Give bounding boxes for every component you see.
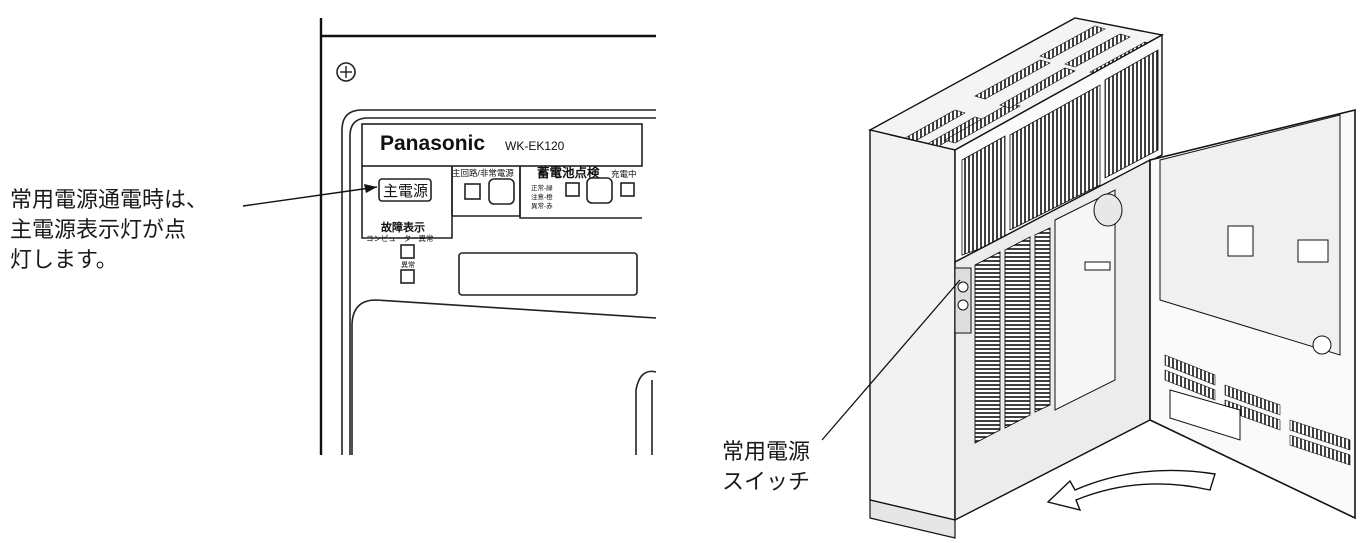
- main-power-callout: 常用電源通電時は、 主電源表示灯が点 灯します。: [10, 186, 208, 276]
- callout-arrow-head: [364, 184, 377, 193]
- battery-status-lamp: [565, 182, 580, 197]
- power-switch-knob-1: [957, 281, 969, 293]
- main-circuit-button: [488, 178, 515, 205]
- cabinet-interior: [954, 158, 1151, 522]
- fault-label: 異常: [401, 260, 415, 269]
- switch-callout-line-2: スイッチ: [722, 470, 811, 495]
- door-display-2: [1297, 239, 1329, 263]
- callout-leader-line: [242, 186, 378, 207]
- label-plate: [361, 123, 643, 167]
- power-switch-panel: [954, 267, 972, 334]
- terminal-block-3: [1034, 227, 1051, 413]
- battery-check-label: 蓄電池点検: [537, 165, 600, 180]
- charging-label: 充電中: [611, 169, 637, 179]
- main-circuit-lamp: [464, 183, 481, 200]
- display-window: [458, 252, 638, 296]
- callout-line-3: 灯します。: [10, 248, 118, 273]
- cabinet-base: [869, 499, 956, 539]
- door-vents: [1164, 354, 1351, 466]
- panel-frame-inner: [349, 117, 656, 455]
- top-vents: [904, 25, 1156, 152]
- capacitor: [1093, 193, 1123, 227]
- model-number: WK-EK120: [505, 139, 565, 153]
- control-panel-closeup: Panasonic WK-EK120 主電源 主回路/非常電源 蓄電池点検 充電…: [242, 18, 657, 455]
- cabinet-left-side: [869, 129, 956, 521]
- terminal-block-1: [974, 251, 1001, 444]
- connector: [1084, 261, 1111, 271]
- front-vent-right: [1104, 49, 1159, 179]
- door-display: [1227, 225, 1254, 257]
- door-fan: [1312, 335, 1332, 355]
- callout-line-2: 主電源表示灯が点: [10, 218, 187, 243]
- lower-panel-curve: [635, 370, 657, 455]
- battery-check-button: [586, 177, 613, 204]
- cabinet-top-face: [868, 17, 1165, 151]
- panel-frame-outer: [341, 109, 656, 455]
- main-power-label: 主電源: [383, 183, 428, 200]
- main-power-indicator: [378, 178, 432, 202]
- switch-callout: 常用電源 スイッチ: [722, 438, 810, 498]
- front-vent-left: [961, 135, 1006, 256]
- callout-line-1: 常用電源通電時は、: [10, 188, 209, 213]
- computer-fault-label: コンピューター異常: [366, 234, 434, 243]
- cabinet-door: [1149, 108, 1356, 520]
- computer-fault-lamp: [400, 244, 415, 259]
- charging-lamp: [620, 182, 635, 197]
- switch-callout-line-1: 常用電源: [722, 440, 811, 465]
- circuit-board: [1054, 189, 1116, 411]
- indicator-area-right: [519, 166, 642, 219]
- status-legend-normal: 正常-緑: [531, 183, 553, 192]
- lower-panel-edge: [351, 299, 657, 455]
- screw-icon: [336, 62, 356, 82]
- door-swing-arrow: [1046, 469, 1216, 512]
- status-legend-error: 異常-赤: [531, 201, 553, 210]
- brand-logo: Panasonic: [380, 132, 485, 155]
- front-vent-middle: [1009, 84, 1101, 231]
- power-switch-knob-2: [957, 299, 969, 311]
- main-circuit-label: 主回路/非常電源: [452, 168, 514, 178]
- switch-leader-line: [821, 279, 961, 441]
- status-legend-caution: 注意-橙: [531, 192, 553, 201]
- cabinet-front-upper: [954, 33, 1163, 264]
- door-control-board: [1159, 114, 1341, 356]
- terminal-block-2: [1004, 236, 1031, 429]
- fault-lamp: [400, 269, 415, 284]
- fault-display-label: 故障表示: [381, 220, 425, 234]
- door-label-slot: [1169, 389, 1241, 441]
